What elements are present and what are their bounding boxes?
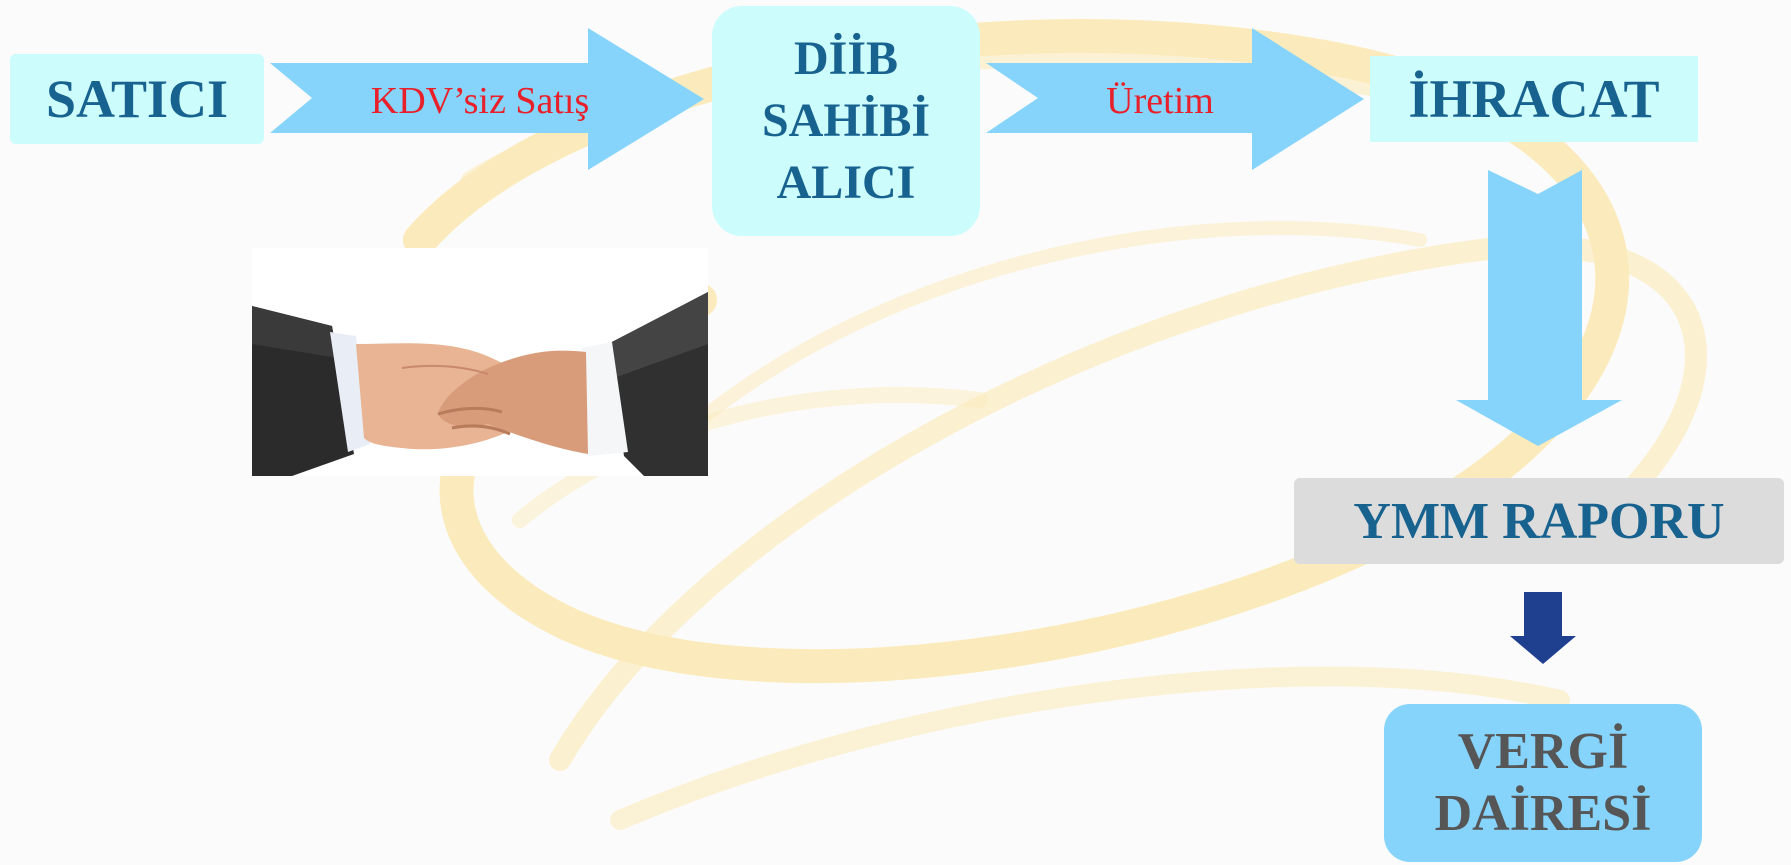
edge-label-kdvsiz-satis: KDV’siz Satış [370,80,590,122]
node-ihracat-label: İHRACAT [1408,69,1660,129]
arrow-ihracat-to-ymm [1456,170,1622,446]
node-alici-line-3: ALICI [776,156,916,209]
handshake-photo [252,248,708,476]
node-vergi-line-1: VERGİ [1457,723,1629,780]
arrow-ymm-to-vergi [1510,592,1576,664]
arrow-satici-to-alici [270,28,704,170]
node-ymm-raporu: YMM RAPORU [1294,478,1784,564]
node-satici: SATICI [10,54,264,144]
node-ymm-label: YMM RAPORU [1353,492,1725,550]
arrow-alici-to-ihracat [986,28,1364,170]
node-vergi-dairesi: VERGİ DAİRESİ [1384,704,1702,862]
node-vergi-line-2: DAİRESİ [1434,785,1652,842]
node-alici-line-2: SAHİBİ [761,94,931,147]
edge-label-uretim: Üretim [1106,80,1214,122]
node-ihracat: İHRACAT [1370,56,1698,142]
node-diib-sahibi-alici: DİİB SAHİBİ ALICI [712,6,980,236]
node-satici-label: SATICI [45,69,229,129]
node-alici-line-1: DİİB [793,32,899,85]
